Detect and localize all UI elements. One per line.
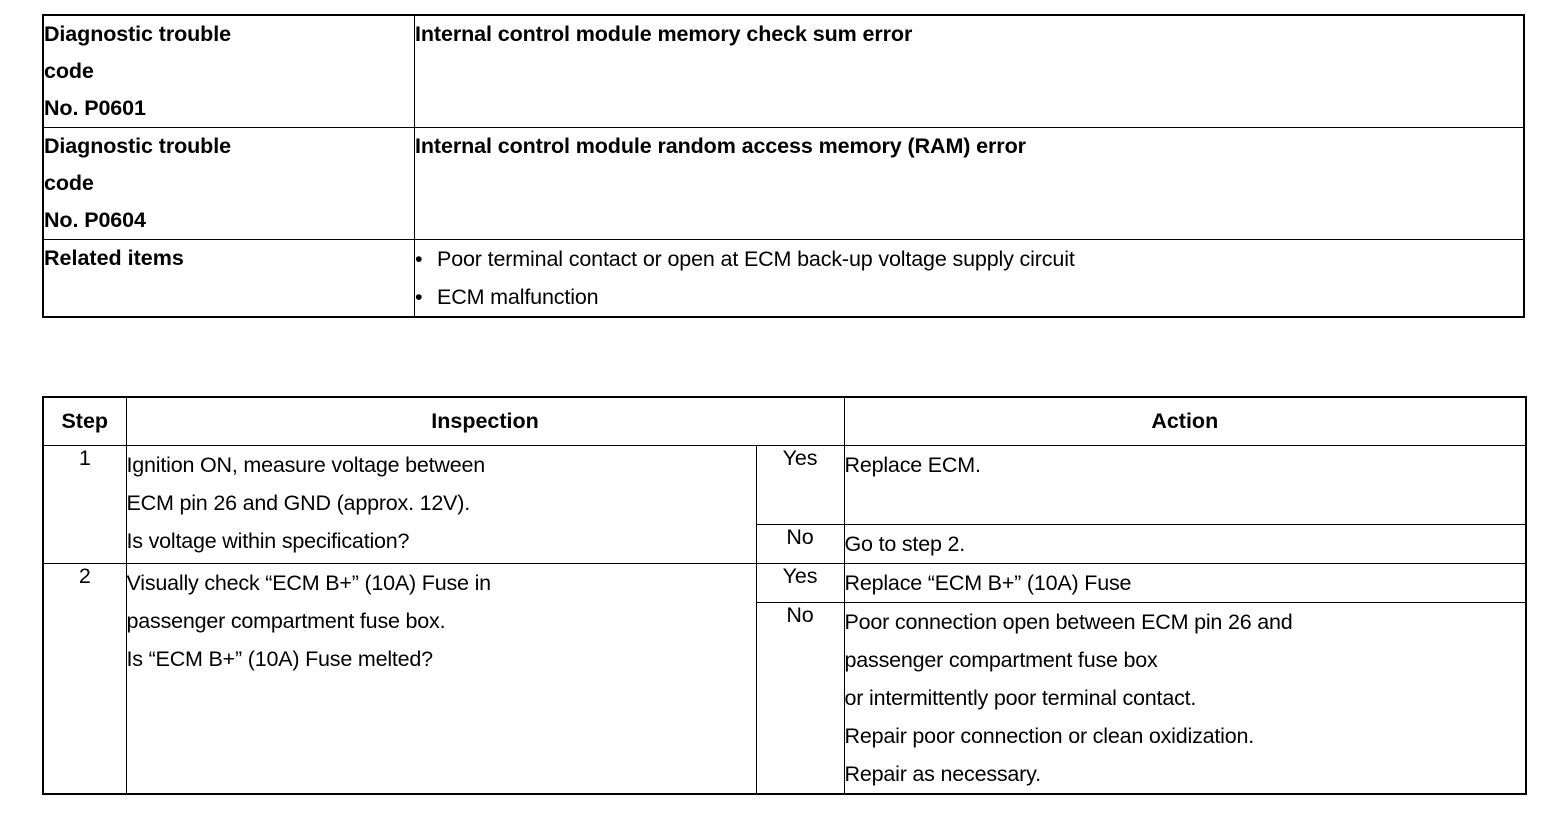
list-item: • ECM malfunction: [415, 278, 1523, 316]
dtc-code-number: No. P0601: [44, 96, 146, 120]
inspection-cell: Visually check “ECM B+” (10A) Fuse in pa…: [125, 563, 757, 795]
answer-yes: Yes: [755, 445, 845, 525]
related-items-cell: • Poor terminal contact or open at ECM b…: [414, 239, 1525, 318]
inspection-cell: Ignition ON, measure voltage between ECM…: [125, 445, 757, 564]
dtc-code-number: No. P0604: [44, 208, 146, 232]
column-header-step: Step: [42, 396, 127, 446]
table-row: 2 Visually check “ECM B+” (10A) Fuse in …: [42, 563, 1527, 795]
table-row: Related items • Poor terminal contact or…: [42, 239, 1525, 318]
diagnostic-step-table: Step Inspection Action 1 Ignition ON, me…: [42, 396, 1528, 795]
action-line: passenger compartment fuse box: [844, 648, 1158, 672]
related-items-list: • Poor terminal contact or open at ECM b…: [415, 240, 1523, 316]
list-item-label: Poor terminal contact or open at ECM bac…: [437, 247, 1075, 271]
inspection-line: ECM pin 26 and GND (approx. 12V).: [126, 491, 471, 515]
dtc-label-line: Diagnostic trouble: [44, 22, 231, 46]
dtc-label-line: code: [44, 171, 94, 195]
related-items-label-cell: Related items: [42, 239, 415, 318]
inspection-line: passenger compartment fuse box.: [126, 609, 446, 633]
table-header-row: Step Inspection Action: [42, 396, 1527, 446]
inspection-line: Is “ECM B+” (10A) Fuse melted?: [126, 647, 434, 671]
inspection-line: Is voltage within specification?: [126, 529, 410, 553]
dtc-description-text: Internal control module memory check sum…: [415, 22, 913, 46]
table-row: No Poor connection open between ECM pin …: [43, 602, 1527, 795]
column-header-action: Action: [843, 396, 1527, 446]
action-cell: Poor connection open between ECM pin 26 …: [843, 602, 1527, 795]
action-line: Go to step 2.: [844, 532, 966, 556]
step-number: 2: [42, 563, 127, 795]
action-line: Repair as necessary.: [844, 762, 1042, 786]
dtc-description-cell: Internal control module random access me…: [414, 127, 1525, 240]
inspection-line: Visually check “ECM B+” (10A) Fuse in: [126, 571, 492, 595]
answer-no: No: [755, 524, 845, 564]
dtc-description-cell: Internal control module memory check sum…: [414, 14, 1525, 128]
action-line: Repair poor connection or clean oxidizat…: [844, 724, 1255, 748]
action-line: or intermittently poor terminal contact.: [844, 686, 1197, 710]
action-line: Replace ECM.: [844, 453, 981, 477]
table-row: Diagnostic trouble code No. P0601 Intern…: [42, 14, 1525, 128]
table-row: No Go to step 2.: [43, 524, 1527, 564]
dtc-code-label-cell: Diagnostic trouble code No. P0604: [42, 127, 415, 240]
dtc-label-line: Diagnostic trouble: [44, 134, 231, 158]
action-cell: Go to step 2.: [843, 524, 1527, 564]
bullet-icon: •: [415, 247, 423, 271]
step-number: 1: [42, 445, 127, 564]
related-items-label: Related items: [44, 246, 184, 270]
dtc-label-line: code: [44, 59, 94, 83]
bullet-icon: •: [415, 285, 423, 309]
table-row: Diagnostic trouble code No. P0604 Intern…: [42, 127, 1525, 240]
table-row: 1 Ignition ON, measure voltage between E…: [42, 445, 1527, 564]
dtc-code-label-cell: Diagnostic trouble code No. P0601: [42, 14, 415, 128]
list-item: • Poor terminal contact or open at ECM b…: [415, 240, 1523, 278]
dtc-description-text: Internal control module random access me…: [415, 134, 1026, 158]
action-cell: Replace “ECM B+” (10A) Fuse: [843, 563, 1527, 603]
answer-no: No: [755, 602, 845, 795]
action-line: Poor connection open between ECM pin 26 …: [844, 610, 1293, 634]
action-line: Replace “ECM B+” (10A) Fuse: [844, 571, 1132, 595]
inspection-line: Ignition ON, measure voltage between: [126, 453, 486, 477]
action-cell: Replace ECM.: [843, 445, 1527, 525]
dtc-summary-table: Diagnostic trouble code No. P0601 Intern…: [42, 14, 1525, 318]
answer-yes: Yes: [755, 563, 845, 603]
column-header-inspection: Inspection: [125, 396, 845, 446]
list-item-label: ECM malfunction: [437, 285, 599, 309]
